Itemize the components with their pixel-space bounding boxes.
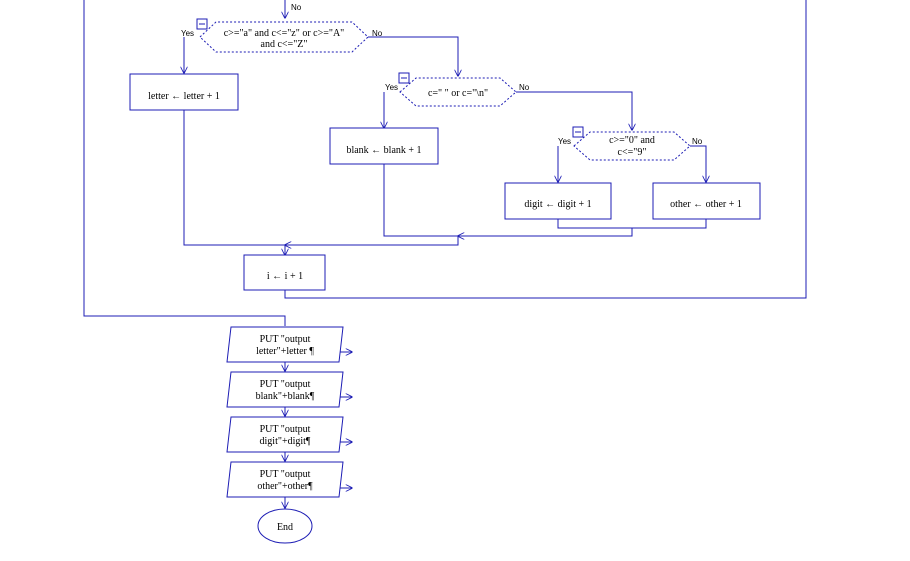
digit-increment-box[interactable]: digit ← digit + 1 (504, 182, 612, 220)
digit-out-line (557, 219, 632, 229)
loop-right-frame (284, 0, 807, 299)
output-text-line2: blank"+blank¶ (256, 391, 315, 402)
output-digit[interactable]: PUT "output digit"+digit¶ (226, 416, 344, 453)
output-text-line1: PUT "output (260, 469, 311, 480)
d3-no-line (690, 145, 706, 182)
d1-yes-label: Yes (181, 29, 194, 38)
other-increment-box[interactable]: other ← other + 1 (652, 182, 761, 220)
end-terminal[interactable]: End (257, 508, 313, 544)
letter-increment-box[interactable]: letter ← letter + 1 (129, 73, 239, 111)
output-other[interactable]: PUT "output other"+other¶ (226, 461, 344, 498)
output-text-line2: letter"+letter ¶ (256, 346, 314, 357)
collapse-icon[interactable] (572, 126, 584, 138)
decision-blank-check[interactable]: c=" " or c="\n" (398, 72, 517, 107)
other-increment-text: other ← other + 1 (670, 199, 742, 210)
d2-yes-label: Yes (385, 83, 398, 92)
index-increment-box[interactable]: i ← i + 1 (243, 254, 326, 291)
decision-text-line2: and c<="Z" (261, 39, 308, 50)
connectors (83, 0, 807, 508)
decision-diamond (199, 21, 369, 53)
decision-diamond (399, 77, 517, 107)
output-text-line1: PUT "output (260, 424, 311, 435)
decision-text-line1: c=" " or c="\n" (428, 88, 488, 99)
collapse-icon[interactable] (196, 18, 208, 30)
d2-no-label: No (519, 83, 530, 92)
collapse-icon[interactable] (398, 72, 410, 84)
other-out-line (632, 219, 707, 229)
output-text-line2: digit"+digit¶ (260, 436, 311, 447)
d3-merge-line (458, 228, 633, 236)
loop-left-frame (83, 0, 286, 326)
output-text-line1: PUT "output (260, 334, 311, 345)
top-no-label: No (291, 3, 302, 12)
decision-letter-check[interactable]: c>="a" and c<="z" or c>="A" and c<="Z" (196, 18, 369, 53)
output-text-line2: other"+other¶ (257, 481, 313, 492)
d3-yes-label: Yes (558, 137, 571, 146)
index-increment-text: i ← i + 1 (267, 271, 303, 282)
d2-merge-line (285, 236, 459, 245)
letter-increment-text: letter ← letter + 1 (148, 91, 220, 102)
decision-diamond (573, 131, 691, 161)
end-label: End (277, 522, 293, 533)
output-text-line1: PUT "output (260, 379, 311, 390)
d1-no-label: No (372, 29, 383, 38)
d3-no-label: No (692, 137, 703, 146)
d2-no-line (516, 91, 632, 130)
output-blank[interactable]: PUT "output blank"+blank¶ (226, 371, 344, 408)
output-letter[interactable]: PUT "output letter"+letter ¶ (226, 326, 344, 363)
blank-out-line (383, 164, 458, 237)
decision-text-line1: c>="a" and c<="z" or c>="A" (224, 28, 345, 39)
blank-increment-box[interactable]: blank ← blank + 1 (329, 127, 439, 165)
letter-out-line (183, 110, 285, 246)
blank-increment-text: blank ← blank + 1 (346, 145, 421, 156)
decision-text-line1: c>="0" and (609, 135, 655, 146)
d1-no-line (368, 36, 458, 76)
digit-increment-text: digit ← digit + 1 (524, 199, 591, 210)
decision-text-line2: c<="9" (618, 147, 647, 158)
decision-digit-check[interactable]: c>="0" and c<="9" (572, 126, 691, 161)
